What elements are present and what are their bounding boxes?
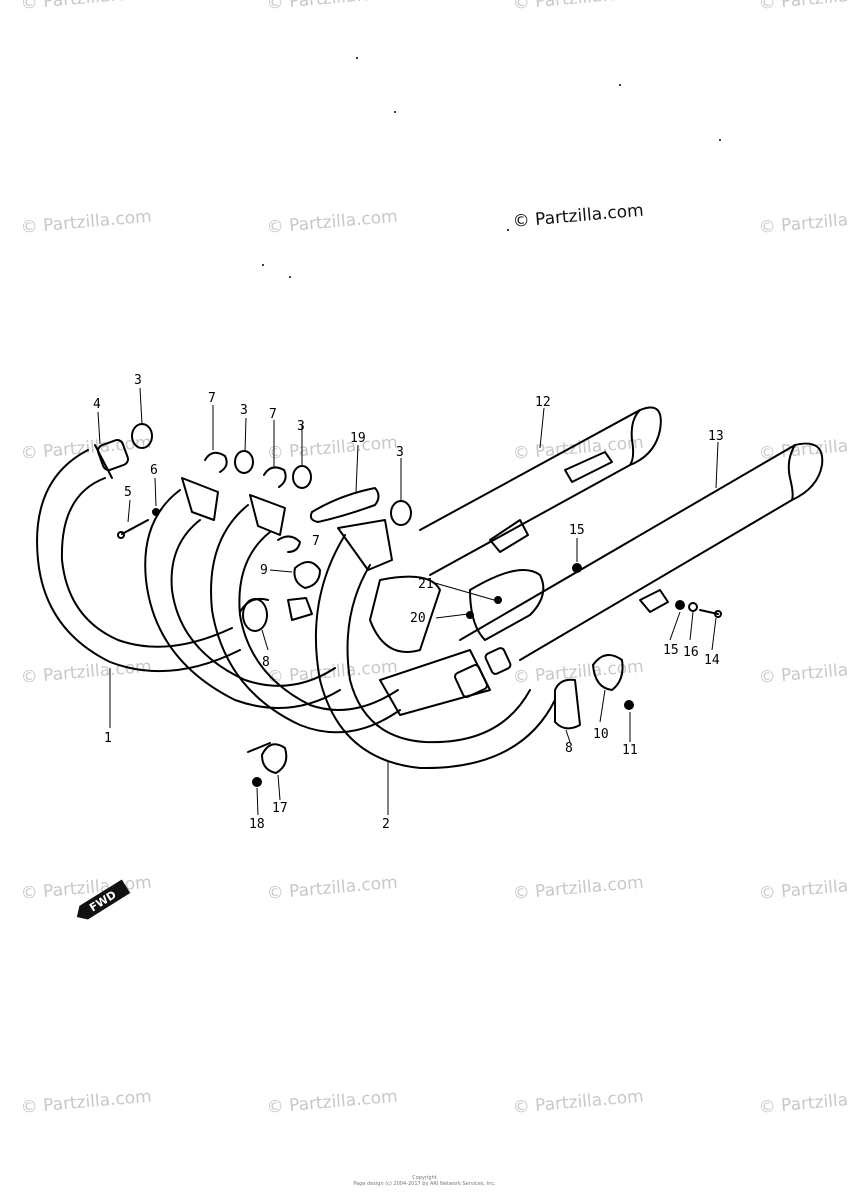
callout-21: 21 [418, 577, 434, 592]
footer-page-design: Page design (c) 2004-2017 by ARI Network… [353, 1181, 496, 1187]
washer-15 [572, 563, 582, 573]
callout-4: 4 [93, 397, 101, 412]
callout-13: 13 [708, 429, 724, 444]
callout-15: 15 [663, 643, 679, 658]
clip-7 [263, 466, 287, 488]
leader-lines [97, 387, 719, 816]
clamp-10 [592, 654, 624, 691]
callout-7: 7 [208, 391, 216, 406]
callout-3: 3 [297, 419, 305, 434]
muffler-13 [459, 442, 824, 661]
speckles [262, 57, 721, 278]
callout-15: 15 [569, 523, 585, 538]
joint-8 [239, 597, 269, 632]
clip-7 [277, 535, 301, 553]
bolt-18 [252, 777, 262, 787]
callout-12: 12 [535, 395, 551, 410]
callout-14: 14 [704, 653, 720, 668]
gasket-3 [292, 465, 312, 489]
exhaust-pipe-second [144, 477, 341, 709]
washer-15 [675, 600, 685, 610]
callout-6: 6 [150, 463, 158, 478]
clamp-9 [293, 561, 321, 589]
callout-17: 17 [272, 801, 288, 816]
nut-16 [688, 602, 698, 612]
callout-labels: 3 4 6 5 7 3 7 3 19 3 7 9 12 13 15 21 20 … [93, 373, 724, 832]
callout-8: 8 [565, 741, 573, 756]
callout-3: 3 [240, 403, 248, 418]
washer-6 [152, 508, 160, 516]
clamp-17 [261, 743, 288, 774]
callout-18: 18 [249, 817, 265, 832]
callout-3: 3 [134, 373, 142, 388]
callout-11: 11 [622, 743, 638, 758]
callout-3: 3 [396, 445, 404, 460]
callout-7: 7 [312, 534, 320, 549]
forward-arrow-icon: FWD [76, 879, 131, 920]
callout-1: 1 [104, 731, 112, 746]
exhaust-pipe-1 [36, 439, 241, 673]
muffler-12 [419, 406, 662, 576]
callout-19: 19 [350, 431, 366, 446]
heat-shield-21 [469, 569, 545, 641]
exhaust-pipe-2 [314, 519, 556, 770]
bolt-21 [494, 596, 502, 604]
callout-10: 10 [593, 727, 609, 742]
footer-copyright: Copyright [412, 1175, 437, 1181]
joint-8 [554, 678, 581, 730]
callout-2: 2 [382, 817, 390, 832]
connector-pipe [379, 647, 512, 716]
gasket-3 [234, 450, 254, 474]
callout-9: 9 [260, 563, 268, 578]
bolt-20 [466, 611, 474, 619]
callout-16: 16 [683, 645, 699, 660]
bolt-5 [121, 519, 149, 535]
gasket-3 [390, 500, 412, 526]
heat-shield-19 [309, 487, 380, 523]
exhaust-pipe-third [210, 494, 401, 734]
clip-7 [204, 451, 228, 473]
bolt-11 [624, 700, 634, 710]
callout-8: 8 [262, 655, 270, 670]
callout-7: 7 [269, 407, 277, 422]
callout-20: 20 [410, 611, 426, 626]
gasket-3 [131, 423, 153, 449]
callout-5: 5 [124, 485, 132, 500]
